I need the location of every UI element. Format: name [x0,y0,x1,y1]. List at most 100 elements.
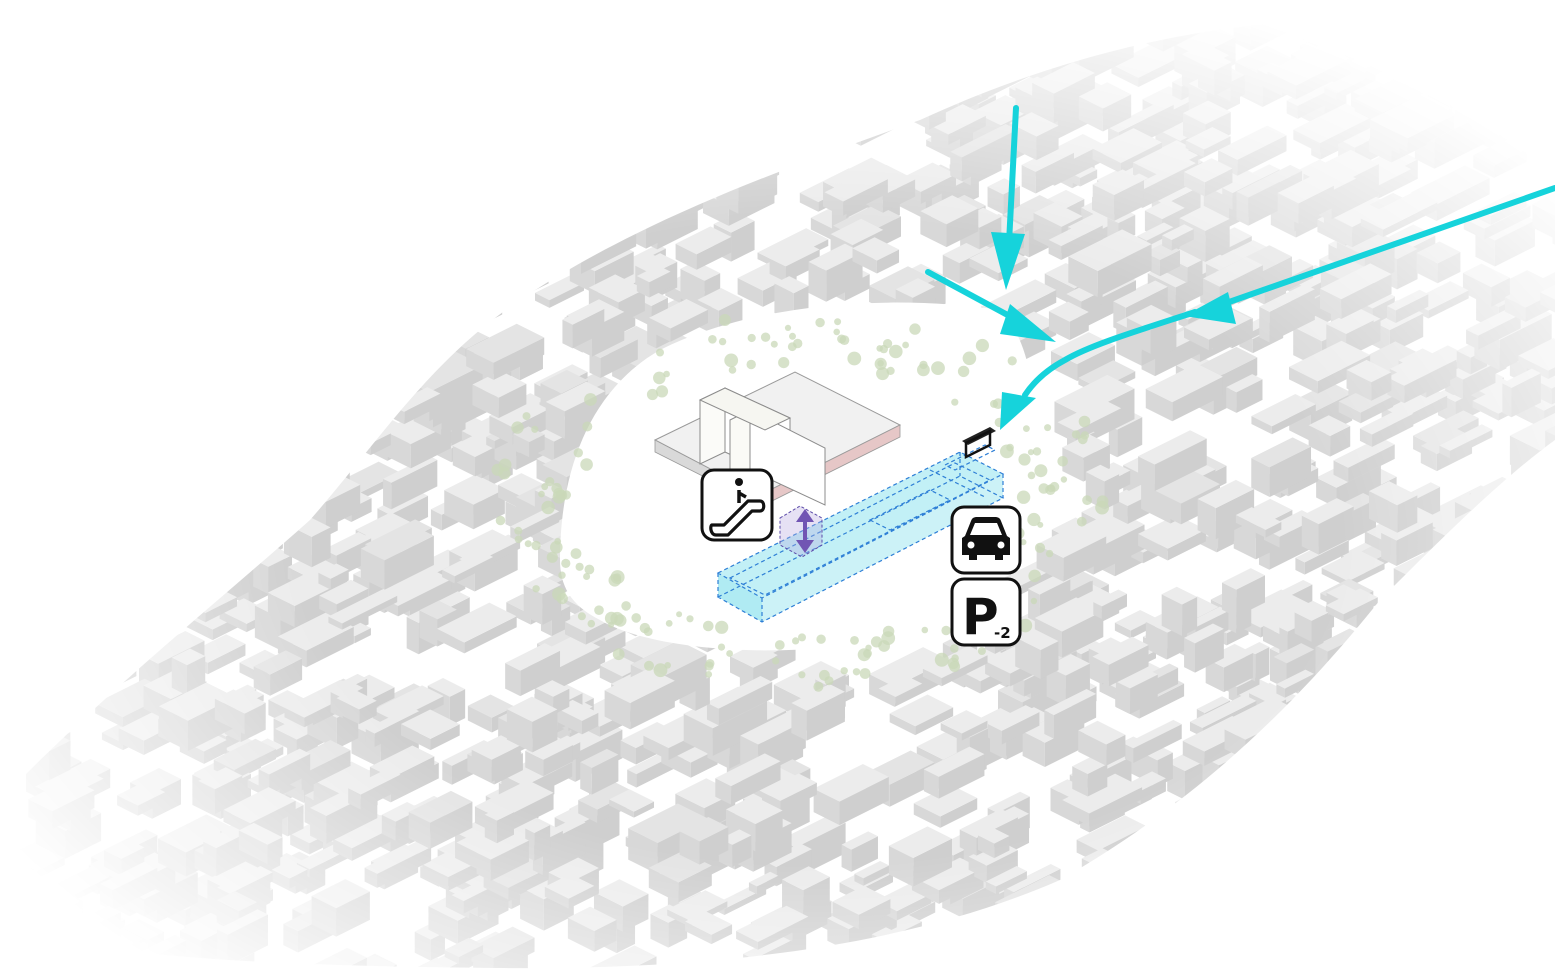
tree [879,344,888,354]
city-block [1068,229,1152,298]
city-block [1416,241,1461,284]
city-block [28,778,95,830]
city-block [148,107,197,140]
city-block [1092,128,1162,174]
city-block [365,706,420,748]
city-block [940,710,988,741]
city-block [1342,656,1405,707]
tree [902,341,909,349]
city-block [878,675,923,704]
city-block [258,748,311,795]
city-block [923,746,985,799]
city-block [169,407,221,454]
city-block [1345,744,1410,787]
city-block [1301,498,1354,555]
city-block [544,873,595,909]
city-block [4,498,70,562]
city-block [852,237,900,274]
vertical-connection-icon [796,509,814,553]
city-block [338,339,389,374]
tree [686,615,694,623]
tree [708,335,717,344]
tree [514,526,523,535]
city-block [9,257,46,290]
tree [833,328,840,336]
city-block [1032,62,1095,124]
city-block [562,303,605,349]
city-block [15,386,81,430]
city-block [1293,103,1373,153]
city-block [649,299,708,342]
city-block [1138,514,1206,561]
city-block [729,0,788,53]
arrow-entry-head [1000,392,1036,430]
city-block [414,924,445,961]
city-block [1545,66,1555,108]
city-block [209,171,251,201]
tree [975,338,990,353]
city-block [1542,857,1555,893]
city-block [1235,507,1282,538]
city-block [1466,308,1521,350]
city-block [1175,780,1247,832]
city-block [1198,53,1232,96]
city-block [1030,919,1079,957]
city-block [348,255,388,293]
city-block [505,643,561,697]
city-block [1319,263,1392,320]
city-block [1417,0,1468,26]
tree [612,648,625,661]
city-block [1218,125,1287,176]
tree [583,573,591,580]
city-block [1430,793,1465,823]
city-block [293,390,361,454]
city-block [1500,823,1553,860]
tree [1016,490,1031,504]
city-block [49,926,96,970]
arrow-merge [1022,309,1198,398]
city-block [1433,884,1506,929]
tree [663,370,670,378]
city-block [95,485,146,522]
city-block [484,806,514,844]
city-block [523,575,562,626]
city-block [271,860,308,889]
tree [977,647,986,655]
city-block [217,909,268,966]
tree [1096,495,1109,508]
tree [1034,542,1046,554]
city-block [675,226,732,270]
city-block [64,12,134,77]
parking-letter: P [962,588,999,646]
tree [1049,481,1060,492]
city-block [1444,563,1505,616]
city-block [1459,6,1506,37]
city-block [388,0,460,66]
city-block [1184,623,1224,673]
tree [577,612,586,621]
city-block [1333,437,1395,483]
tree [1077,434,1088,445]
tree [718,337,727,346]
tree [793,338,803,349]
tree [857,648,871,662]
tree [584,564,595,575]
city-block [274,0,343,21]
city-block [1473,138,1527,178]
tree [584,393,597,406]
tree [951,398,959,406]
tree [789,332,796,340]
city-block [482,97,525,136]
city-block [1233,0,1297,51]
tree [545,477,555,487]
city-block [489,206,535,255]
city-block [1224,701,1302,760]
tree [614,614,627,627]
parking-icon: P -2 [962,588,1011,646]
city-block [1226,374,1263,413]
city-block [1169,818,1242,878]
city-block [1378,807,1420,842]
tree [1023,425,1030,432]
city-block [601,0,662,31]
tree [1060,476,1068,483]
